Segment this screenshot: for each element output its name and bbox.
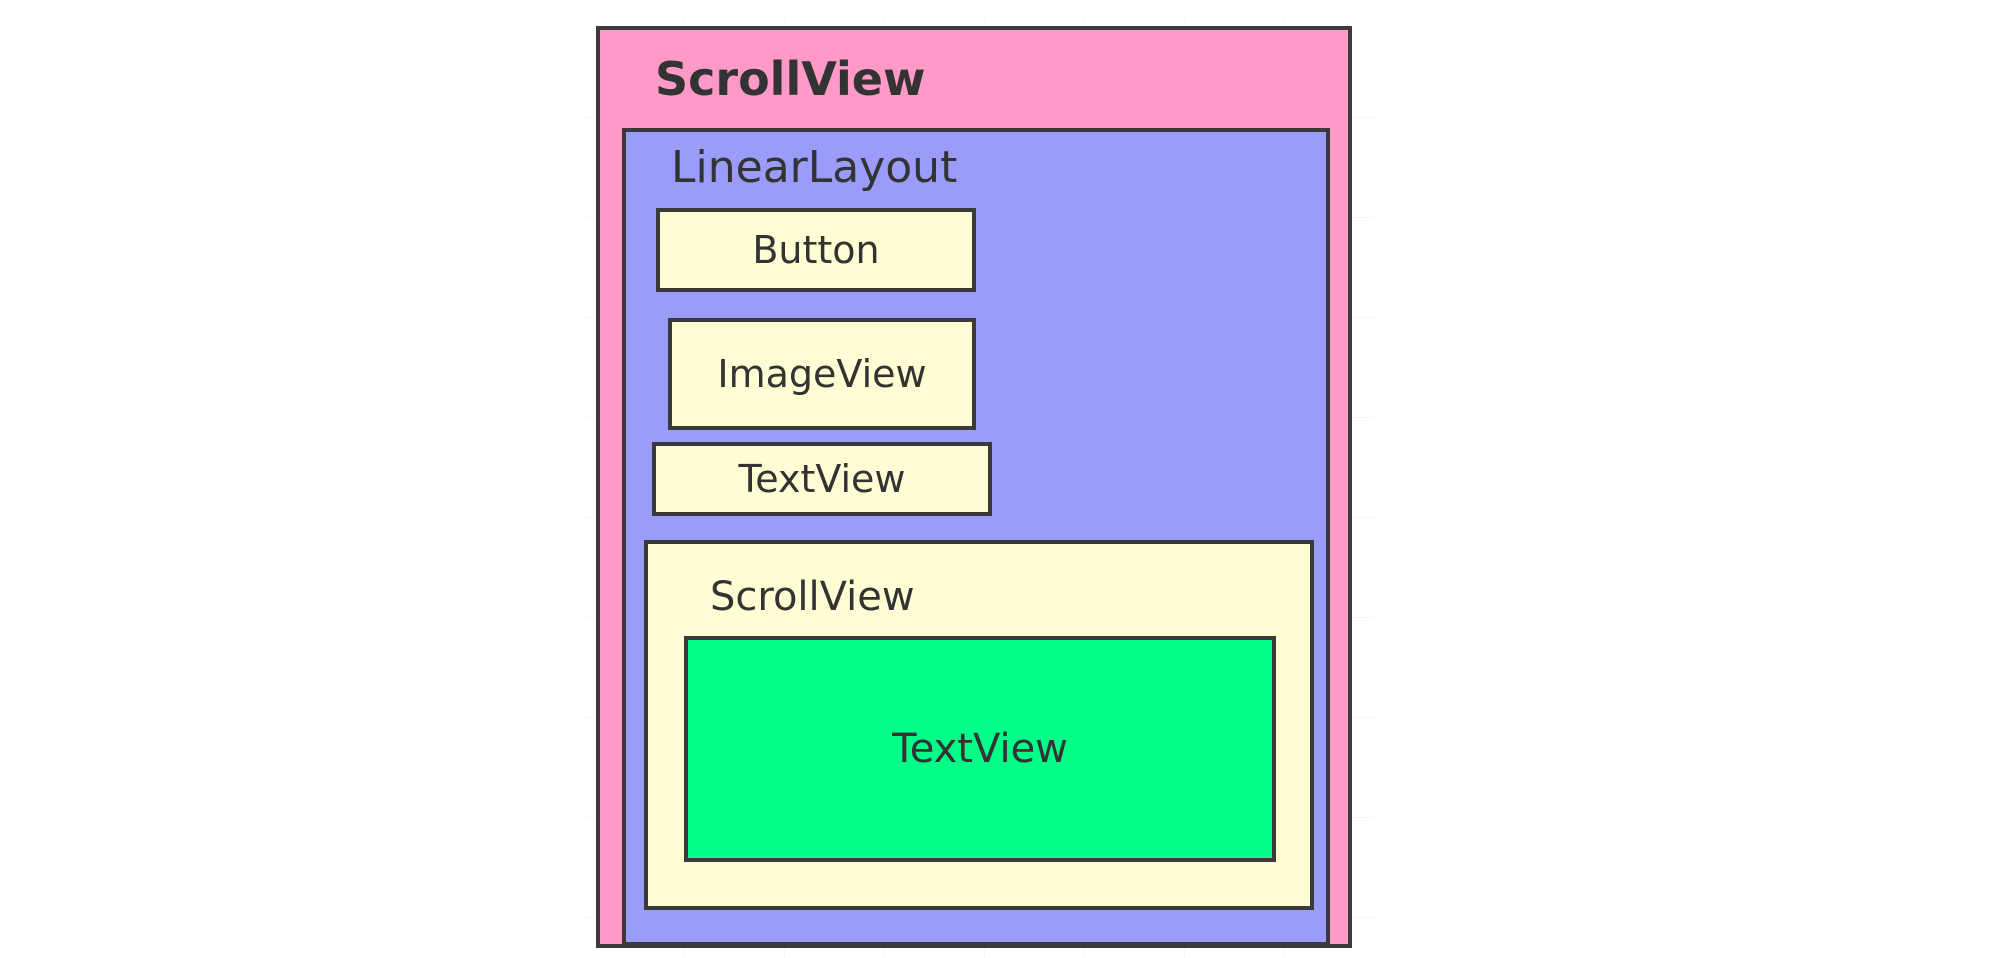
inner-text-view-box: TextView [684, 636, 1276, 862]
image-view-box: ImageView [668, 318, 976, 430]
button-label: Button [752, 228, 880, 272]
button-box: Button [656, 208, 976, 292]
linear-layout-box: LinearLayout Button ImageView TextView S… [622, 128, 1330, 946]
inner-text-view-label: TextView [892, 726, 1068, 772]
image-view-label: ImageView [717, 352, 927, 396]
text-view-label: TextView [738, 457, 906, 501]
inner-scrollview-box: ScrollView TextView [644, 540, 1314, 910]
inner-scrollview-label: ScrollView [710, 574, 915, 620]
text-view-box: TextView [652, 442, 992, 516]
outer-scrollview-box: ScrollView LinearLayout Button ImageView… [596, 26, 1352, 948]
linear-layout-label: LinearLayout [671, 142, 958, 193]
outer-scrollview-label: ScrollView [655, 52, 926, 106]
